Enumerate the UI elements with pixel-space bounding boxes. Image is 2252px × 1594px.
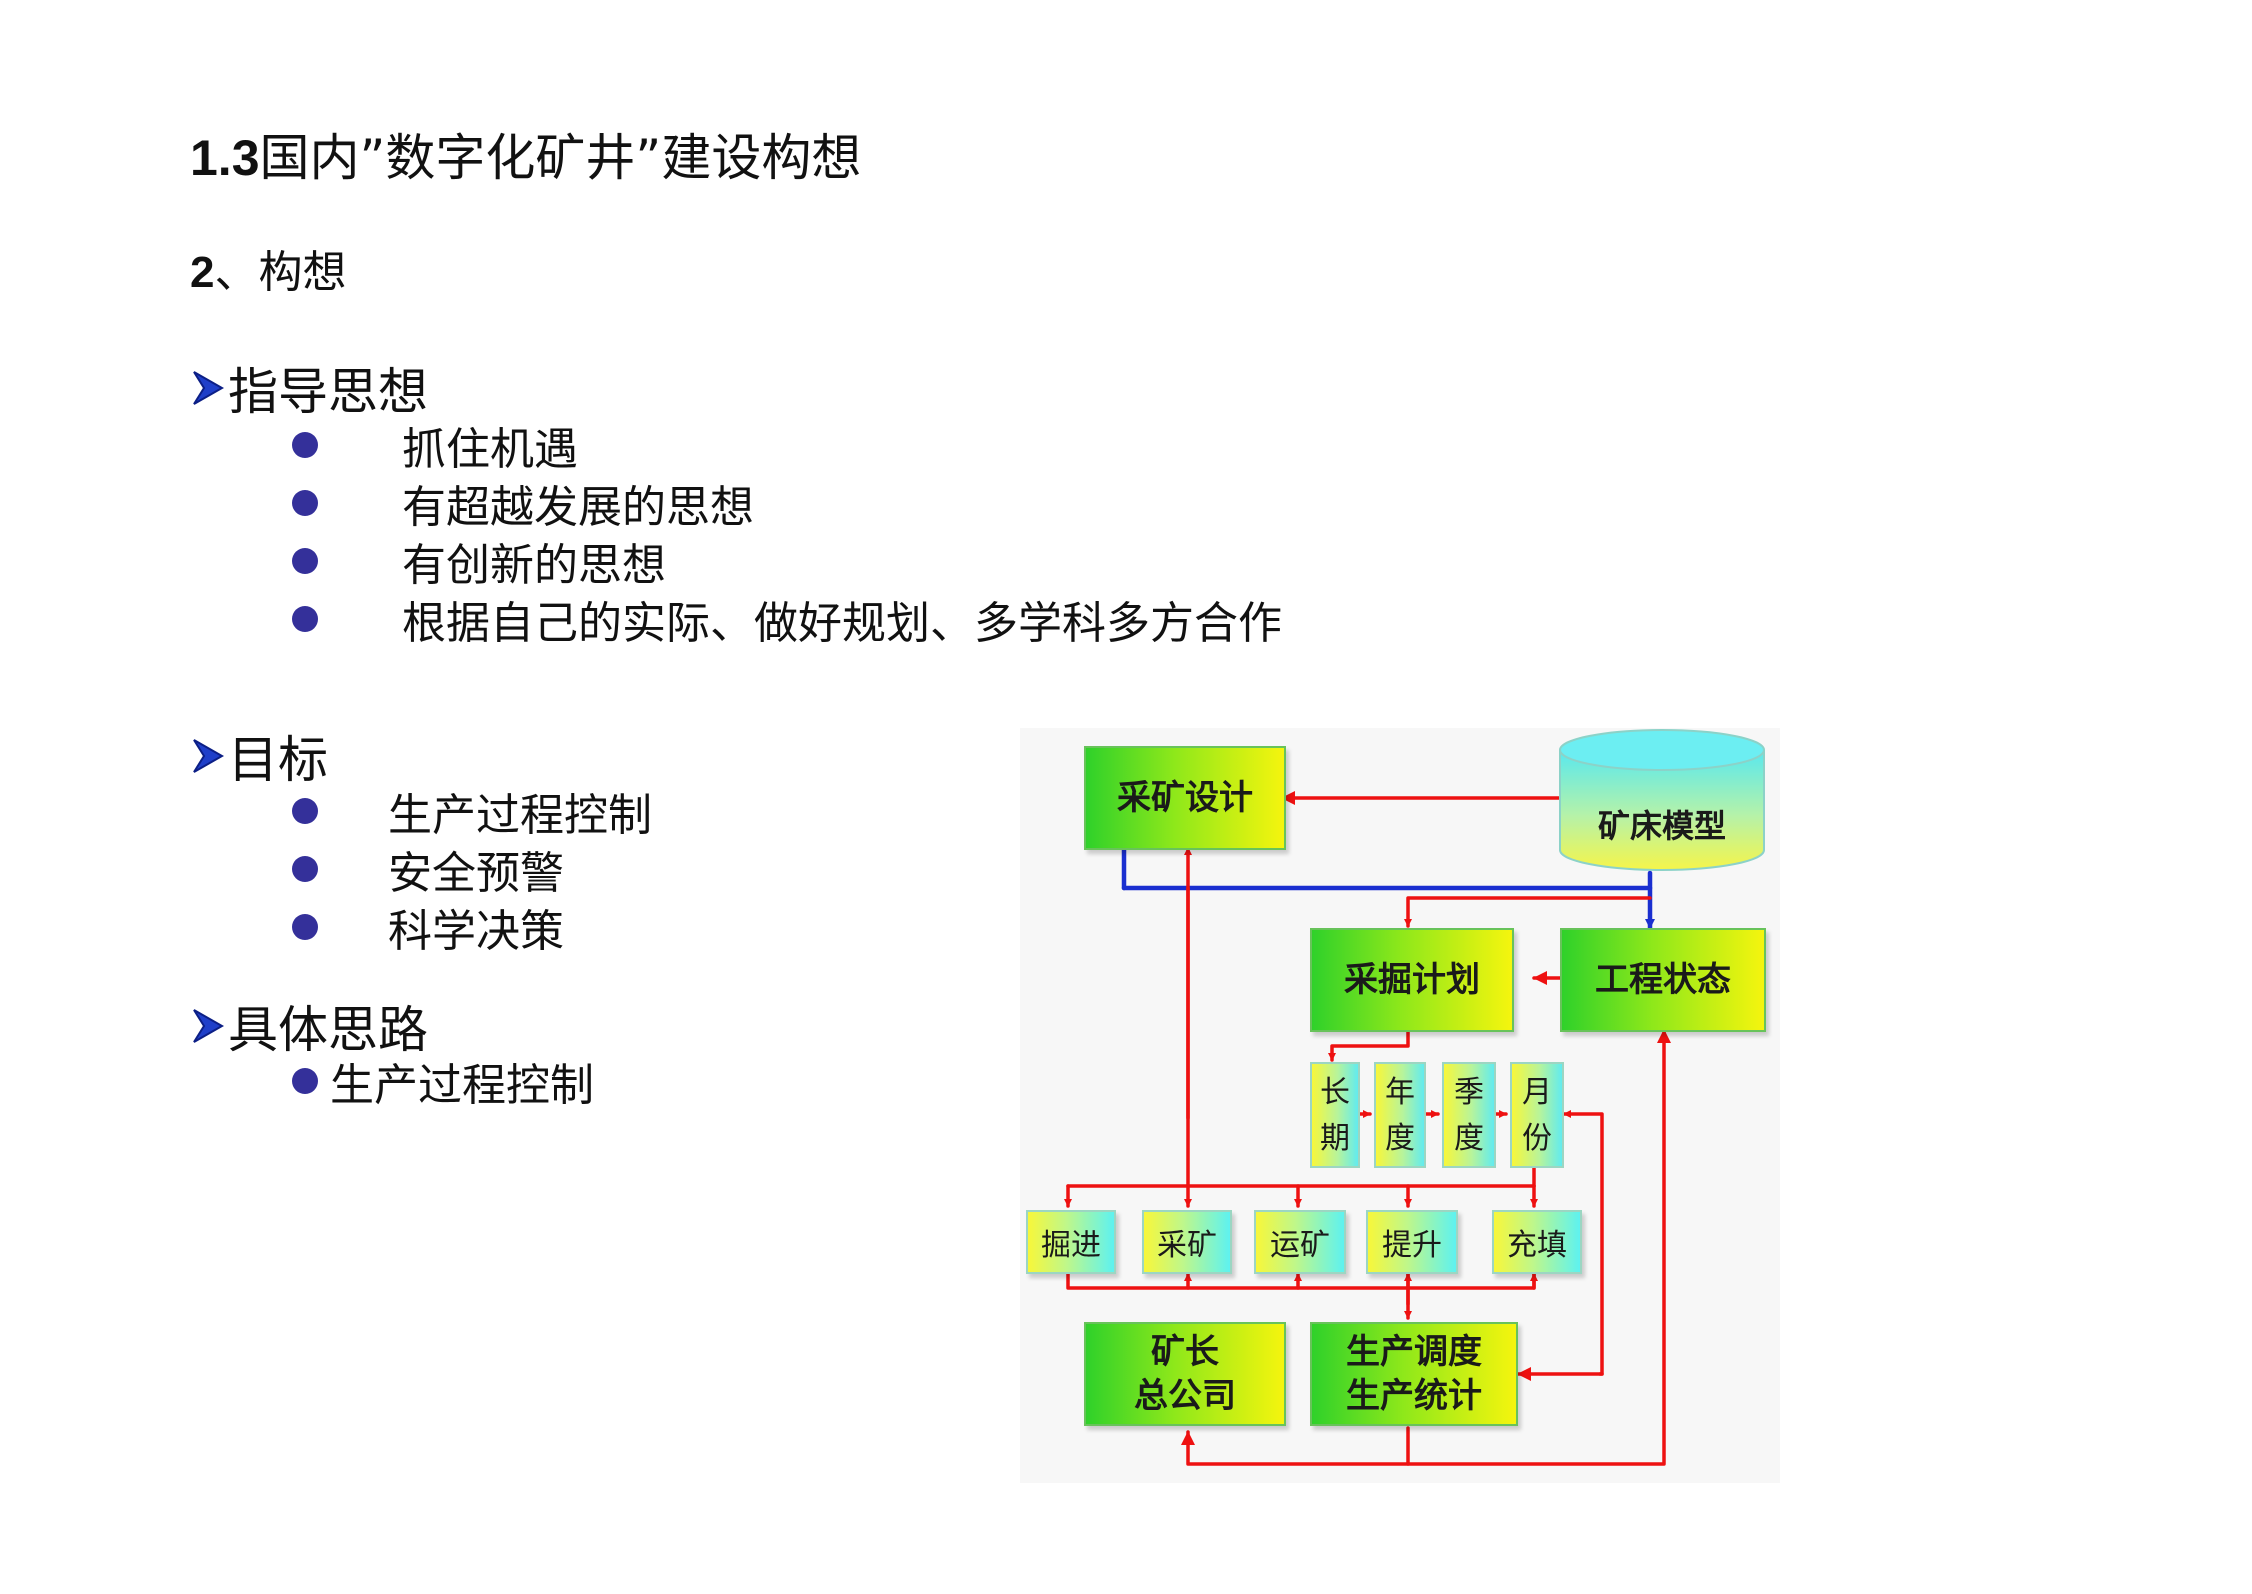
- annual-node: 年度: [1374, 1062, 1426, 1168]
- list-item-text: 有创新的思想: [402, 540, 666, 591]
- list-item-text: 生产过程控制: [388, 790, 652, 841]
- monthly-node: 月份: [1510, 1062, 1564, 1168]
- mine-manager-node: 矿长 总公司: [1084, 1322, 1286, 1426]
- filling-node: 充填: [1492, 1210, 1582, 1274]
- list-item: 生产过程控制: [292, 782, 652, 841]
- list-item: 生产过程控制: [292, 1052, 594, 1111]
- engineering-state-node: 工程状态: [1560, 928, 1766, 1032]
- long-term-char: 期: [1320, 1121, 1350, 1156]
- bullet-dot-icon: [292, 606, 318, 632]
- subtitle-number: 2: [190, 248, 215, 297]
- mine-manager-line: 矿长: [1151, 1331, 1219, 1372]
- mining-design-node: 采矿设计: [1084, 746, 1286, 850]
- list-guiding: 抓住机遇 有超越发展的思想 有创新的思想 根据自己的实际、做好规划、多学科多方合…: [292, 416, 1282, 649]
- list-item: 安全预警: [292, 840, 652, 899]
- annual-char: 度: [1385, 1121, 1415, 1156]
- arrow-bullet-icon: [193, 739, 225, 773]
- bullet-dot-icon: [292, 548, 318, 574]
- arrow-bullet-icon: [193, 1009, 225, 1043]
- section-subtitle: 2、构想: [190, 236, 346, 300]
- page-title: 1.3国内”数字化矿井”建设构想: [190, 118, 861, 190]
- section-heading-goals: 目标: [190, 720, 328, 792]
- bullet-dot-icon: [292, 856, 318, 882]
- list-item: 有创新的思想: [292, 532, 1282, 591]
- annual-char: 年: [1385, 1074, 1415, 1110]
- bullet-dot-icon: [292, 490, 318, 516]
- mining-node: 采矿: [1142, 1210, 1232, 1274]
- bullet-dot-icon: [292, 432, 318, 458]
- deposit-model-label: 矿床模型: [1597, 807, 1726, 845]
- transport-node: 运矿: [1254, 1210, 1346, 1274]
- list-item: 科学决策: [292, 898, 652, 957]
- dispatch-node: 生产调度 生产统计: [1310, 1322, 1518, 1426]
- monthly-char: 月: [1522, 1074, 1552, 1110]
- quarterly-char: 度: [1454, 1121, 1484, 1156]
- list-item-text: 生产过程控制: [330, 1060, 594, 1111]
- tunneling-node: 掘进: [1026, 1210, 1116, 1274]
- list-item-text: 根据自己的实际、做好规划、多学科多方合作: [402, 598, 1282, 649]
- section-heading-approach: 具体思路: [190, 990, 428, 1062]
- deposit-model-node: 矿床模型: [1558, 728, 1766, 873]
- cylinder-shape: [1559, 729, 1765, 871]
- hoisting-node: 提升: [1366, 1210, 1458, 1274]
- quarterly-char: 季: [1454, 1074, 1484, 1110]
- mine-manager-line: 总公司: [1134, 1376, 1236, 1416]
- dispatch-line: 生产调度: [1346, 1331, 1482, 1372]
- mine-flow-diagram: 矿床模型 采矿设计 采掘计划 工程状态 长期 年度 季度 月份 掘进 采矿 运矿…: [1020, 728, 1780, 1483]
- list-item: 根据自己的实际、做好规划、多学科多方合作: [292, 590, 1282, 649]
- heading-text: 指导思想: [228, 363, 428, 421]
- bullet-dot-icon: [292, 798, 318, 824]
- title-number: 1.3: [190, 130, 260, 186]
- mining-plan-node: 采掘计划: [1310, 928, 1514, 1032]
- list-item-text: 科学决策: [388, 906, 564, 957]
- list-approach: 生产过程控制: [292, 1052, 594, 1111]
- heading-text: 目标: [228, 731, 328, 789]
- list-item-text: 抓住机遇: [402, 424, 578, 475]
- list-goals: 生产过程控制 安全预警 科学决策: [292, 782, 652, 957]
- heading-text: 具体思路: [228, 1001, 428, 1059]
- dispatch-line: 生产统计: [1346, 1376, 1482, 1416]
- long-term-char: 长: [1320, 1074, 1350, 1110]
- bullet-dot-icon: [292, 1068, 318, 1094]
- diagram-connectors: [1064, 791, 1671, 1466]
- arrow-bullet-icon: [193, 371, 225, 405]
- list-item-text: 有超越发展的思想: [402, 482, 754, 533]
- list-item: 抓住机遇: [292, 416, 1282, 475]
- long-term-node: 长期: [1310, 1062, 1360, 1168]
- title-text: 国内”数字化矿井”建设构想: [259, 129, 862, 187]
- quarterly-node: 季度: [1442, 1062, 1496, 1168]
- monthly-char: 份: [1522, 1121, 1552, 1156]
- bullet-dot-icon: [292, 914, 318, 940]
- list-item-text: 安全预警: [388, 848, 564, 899]
- section-heading-guiding: 指导思想: [190, 352, 428, 424]
- list-item: 有超越发展的思想: [292, 474, 1282, 533]
- subtitle-text: 、构想: [214, 247, 347, 298]
